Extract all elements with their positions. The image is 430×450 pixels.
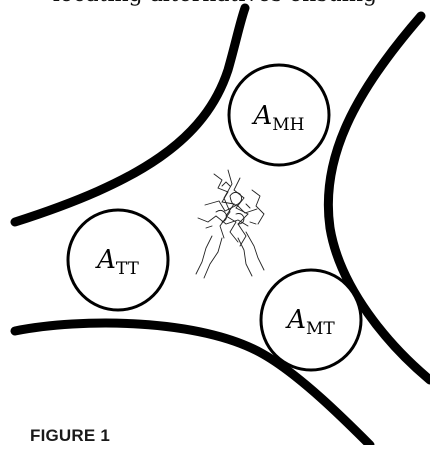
circle-tt: ATT [66,208,170,312]
boundary-upper-left [10,3,250,227]
circle-mh: AMH [227,63,331,167]
circle-mt: AMT [259,268,363,372]
circle-mh-sub: MH [272,115,304,135]
svg-text:ATT: ATT [95,245,139,279]
circle-tt-sub: TT [116,259,140,279]
boundary-bottom [10,318,375,450]
boundary-right [323,11,430,385]
circle-mt-sub: MT [306,319,335,339]
svg-text:AMT: AMT [285,305,335,339]
figure-caption: FIGURE 1 [30,426,111,445]
svg-text:AMH: AMH [251,101,304,135]
circle-tt-var: A [95,245,116,275]
cropped-header-text: locating alternatives ensuing [0,0,430,12]
circle-mh-var: A [251,101,272,131]
center-sketch [195,169,265,279]
circle-mt-var: A [285,305,306,335]
